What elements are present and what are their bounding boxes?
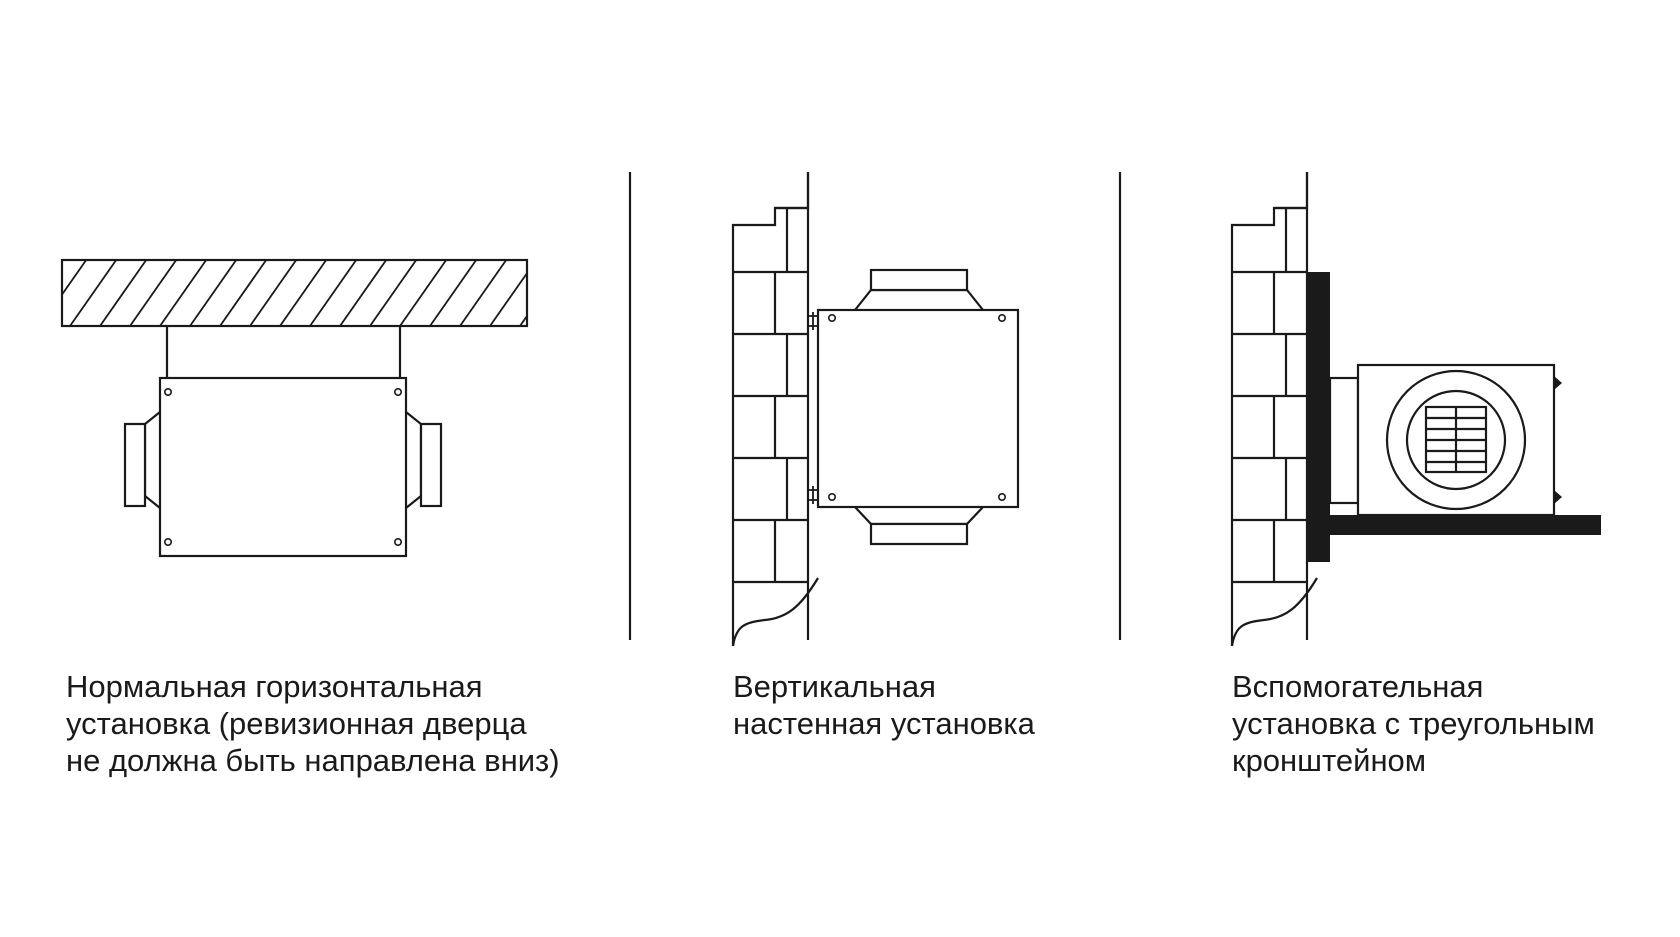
fan-housing-inner [1405,389,1507,491]
latch-icon [1554,490,1562,504]
bracket-vertical-arm [1308,272,1330,562]
caption-line: установка (ревизионная дверца [66,706,527,741]
corner-screw [997,313,1006,322]
caption-line: Вертикальная [733,669,936,704]
caption-vertical-installation: Вертикальная настенная установка [733,668,1133,742]
hatch-line [369,260,417,326]
caption-line: не должна быть направлена вниз) [66,743,560,778]
duct-collar-right [405,411,443,509]
hatch-line [69,260,117,326]
caption-line: настенная установка [733,706,1035,741]
caption-line: Нормальная горизонтальная [66,669,483,704]
caption-line: установка с треугольным [1232,706,1595,741]
caption-line: кронштейном [1232,743,1427,778]
hatch-line [249,260,297,326]
grille-icon [1424,405,1488,474]
hatch-line [550,260,596,326]
duct-collar-bottom [854,506,984,546]
caption-line: Вспомогательная [1232,669,1484,704]
hatch-line [459,260,507,326]
hatch-line [189,260,237,326]
corner-screw [827,313,836,322]
panel-horizontal-installation [60,258,596,558]
duct-collar-top [854,268,984,311]
corner-screw [164,537,173,546]
corner-screw [393,387,402,396]
panel-vertical-installation [731,172,1020,647]
caption-horizontal-installation: Нормальная горизонтальная установка (рев… [66,668,646,779]
hatch-line [489,271,527,326]
wall-bracket-top [808,312,818,330]
brick-wall [731,172,819,647]
hatch-line [309,260,357,326]
hatch-line [219,260,267,326]
caption-bracket-installation: Вспомогательная установка с треугольным … [1232,668,1672,779]
corner-screw [827,492,836,501]
ventilation-unit-body [158,376,408,558]
duct-collar-left [123,411,161,509]
ceiling-slab [60,258,596,328]
corner-screw [997,492,1006,501]
hatch-line [339,260,387,326]
hatch-line [429,260,477,326]
latch-icon [1554,376,1562,390]
ventilation-unit-body [816,308,1020,509]
wall-bracket-bottom [808,486,818,504]
hatch-line [129,260,177,326]
panel-bracket-installation [1230,172,1601,647]
hatch-line [399,260,447,326]
hatch-line [279,260,327,326]
duct-stub [1328,376,1360,505]
hatch-line [99,260,147,326]
brick-wall [1230,172,1318,647]
corner-screw [393,537,402,546]
hatch-line [159,260,207,326]
corner-screw [164,387,173,396]
fan-housing-outer [1385,369,1527,511]
bracket-horizontal-arm [1308,515,1601,535]
